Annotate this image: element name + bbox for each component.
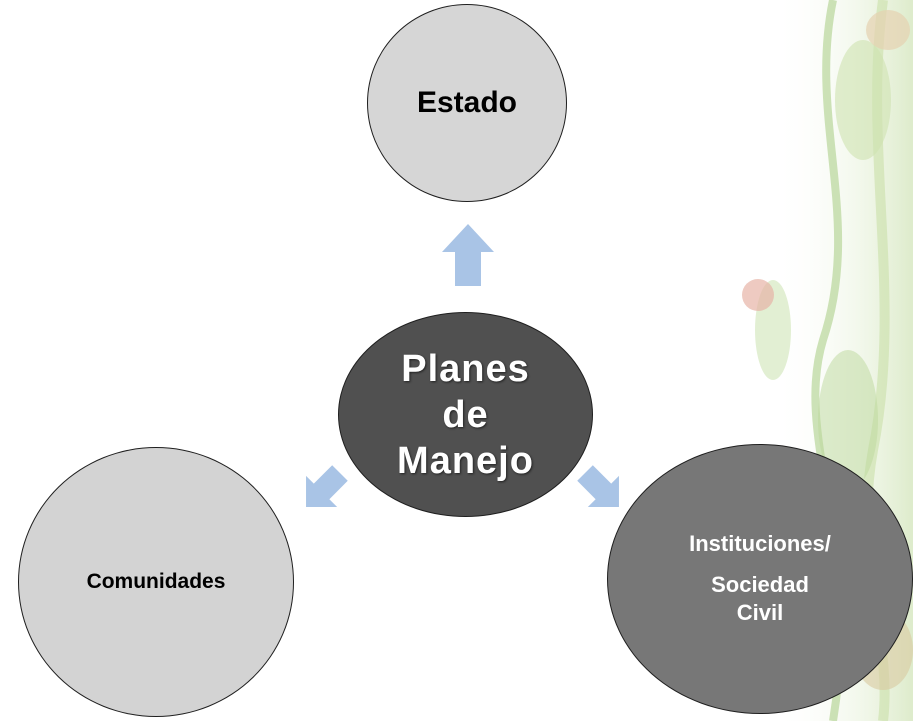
instituciones-node: Instituciones/ Sociedad Civil <box>607 444 913 714</box>
arrow-down-left-icon <box>306 465 348 507</box>
arrow-down-right-icon <box>577 465 619 507</box>
center-label-line2: de <box>442 393 489 436</box>
center-label-line3: Manejo <box>397 439 534 482</box>
center-label-line1: Planes <box>401 347 530 390</box>
comunidades-label: Comunidades <box>86 570 226 593</box>
planes-de-manejo-node: Planes de Manejo <box>338 312 593 517</box>
instituciones-label-line2: Sociedad <box>711 572 809 597</box>
instituciones-label-line1: Instituciones/ <box>689 531 831 556</box>
comunidades-node: Comunidades <box>18 447 294 717</box>
estado-node: Estado <box>367 4 567 202</box>
estado-label: Estado <box>416 86 518 119</box>
instituciones-label-line3: Civil <box>736 600 784 625</box>
arrow-up-icon <box>442 224 494 286</box>
